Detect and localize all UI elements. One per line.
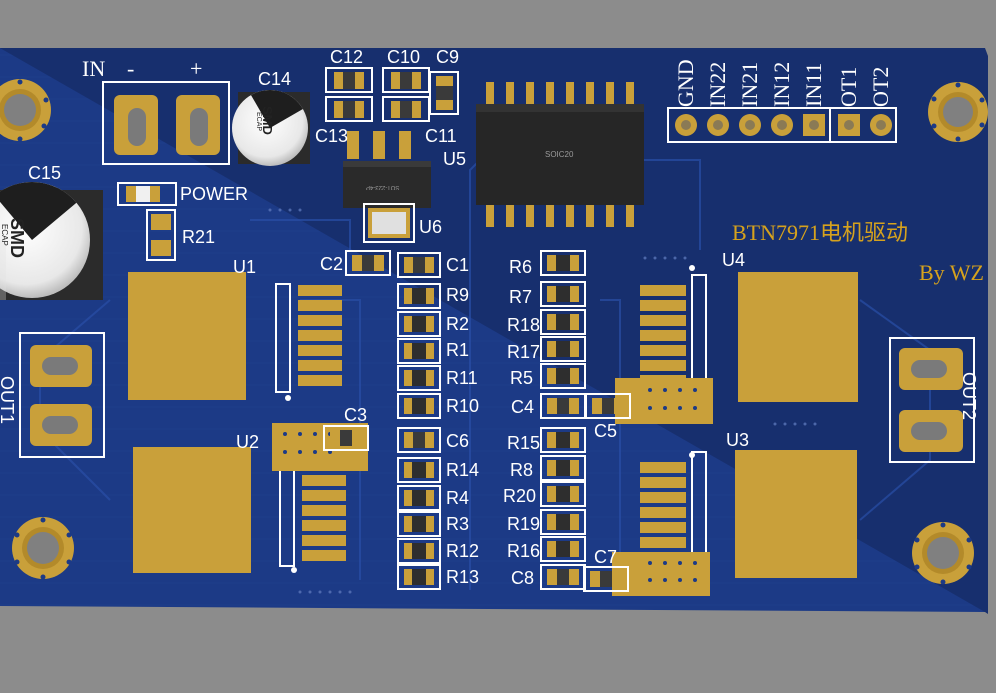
input-plus-label: +: [190, 56, 203, 81]
r1-label: R1: [446, 340, 470, 360]
c2-label: C2: [320, 254, 344, 274]
pin-label-in11: IN11: [801, 62, 826, 107]
r9-label: R9: [446, 285, 470, 305]
u6-label: U6: [419, 217, 443, 237]
c15-ecap-text: ECAP: [0, 224, 9, 246]
pin-label-in22: IN22: [705, 61, 730, 107]
out2-terminal: [889, 337, 975, 463]
u2-driver: [133, 423, 368, 573]
c7-label: C7: [594, 547, 618, 567]
pin-label-gnd: GND: [673, 59, 698, 107]
r16-label: R16: [507, 541, 541, 561]
u1-label: U1: [233, 257, 257, 277]
r8-label: R8: [510, 460, 534, 480]
c12-label: C12: [330, 47, 364, 67]
r18-label: R18: [507, 315, 541, 335]
c13-label: C13: [315, 126, 349, 146]
r3-label: R3: [446, 514, 470, 534]
pin-label-in12: IN12: [769, 61, 794, 107]
r20-label: R20: [503, 486, 537, 506]
u6-regulator: [343, 131, 431, 243]
c14-label: C14: [258, 69, 292, 89]
r13-label: R13: [446, 567, 480, 587]
r21-label: R21: [182, 227, 216, 247]
c4-label: C4: [511, 397, 535, 417]
left-passive-column: [323, 250, 441, 590]
input-minus-label: -: [127, 56, 135, 81]
power-label: POWER: [180, 184, 249, 204]
c14-ecap-text: ECAP: [255, 112, 262, 132]
r10-label: R10: [446, 396, 480, 416]
c10-label: C10: [387, 47, 421, 67]
r12-label: R12: [446, 541, 480, 561]
c3-label: C3: [344, 405, 368, 425]
c8-label: C8: [511, 568, 535, 588]
c15-capacitor: [0, 182, 103, 300]
power-led: [117, 182, 177, 261]
c15-label: C15: [28, 163, 62, 183]
c14-capacitor: [232, 90, 310, 166]
c1-label: C1: [446, 255, 470, 275]
u5-ic: [476, 82, 644, 227]
pin-label-ot1: OT1: [836, 66, 861, 107]
c5-label: C5: [594, 421, 618, 441]
r5-label: R5: [510, 368, 534, 388]
u3-label: U3: [726, 430, 750, 450]
out1-label: OUT1: [0, 376, 17, 425]
r14-label: R14: [446, 460, 480, 480]
input-label: IN: [82, 56, 106, 81]
u5-label: U5: [443, 149, 467, 169]
header-connector: [667, 107, 897, 143]
board-title: BTN7971电机驱动: [732, 220, 909, 245]
pin-label-in21: IN21: [737, 61, 762, 107]
r17-label: R17: [507, 342, 541, 362]
r15-label: R15: [507, 433, 541, 453]
right-passive-column: [540, 250, 631, 592]
u2-label: U2: [236, 432, 260, 452]
u4-label: U4: [722, 250, 746, 270]
r7-label: R7: [509, 287, 533, 307]
u1-driver: [128, 272, 342, 401]
mounting-holes: [0, 79, 988, 584]
c11-label: C11: [425, 126, 457, 146]
c14-smd-text: SMD: [260, 106, 275, 135]
top-small-caps: [325, 67, 459, 122]
r11-label: R11: [446, 368, 478, 388]
c9-label: C9: [436, 47, 460, 67]
input-terminal: [102, 81, 230, 165]
r2-label: R2: [446, 314, 470, 334]
out2-label: OUT2: [959, 372, 979, 421]
board-author: By WZ: [919, 260, 984, 285]
u6-package-text: SOT-223-4P: [366, 184, 400, 190]
out1-terminal: [19, 332, 105, 458]
r4-label: R4: [446, 488, 470, 508]
c6-label: C6: [446, 431, 470, 451]
r19-label: R19: [507, 514, 541, 534]
r6-label: R6: [509, 257, 533, 277]
u5-package-text: SOIC20: [545, 150, 574, 159]
pin-label-ot2: OT2: [868, 66, 893, 107]
c15-smd-text: SMD: [7, 218, 27, 258]
u4-driver: [615, 265, 858, 424]
